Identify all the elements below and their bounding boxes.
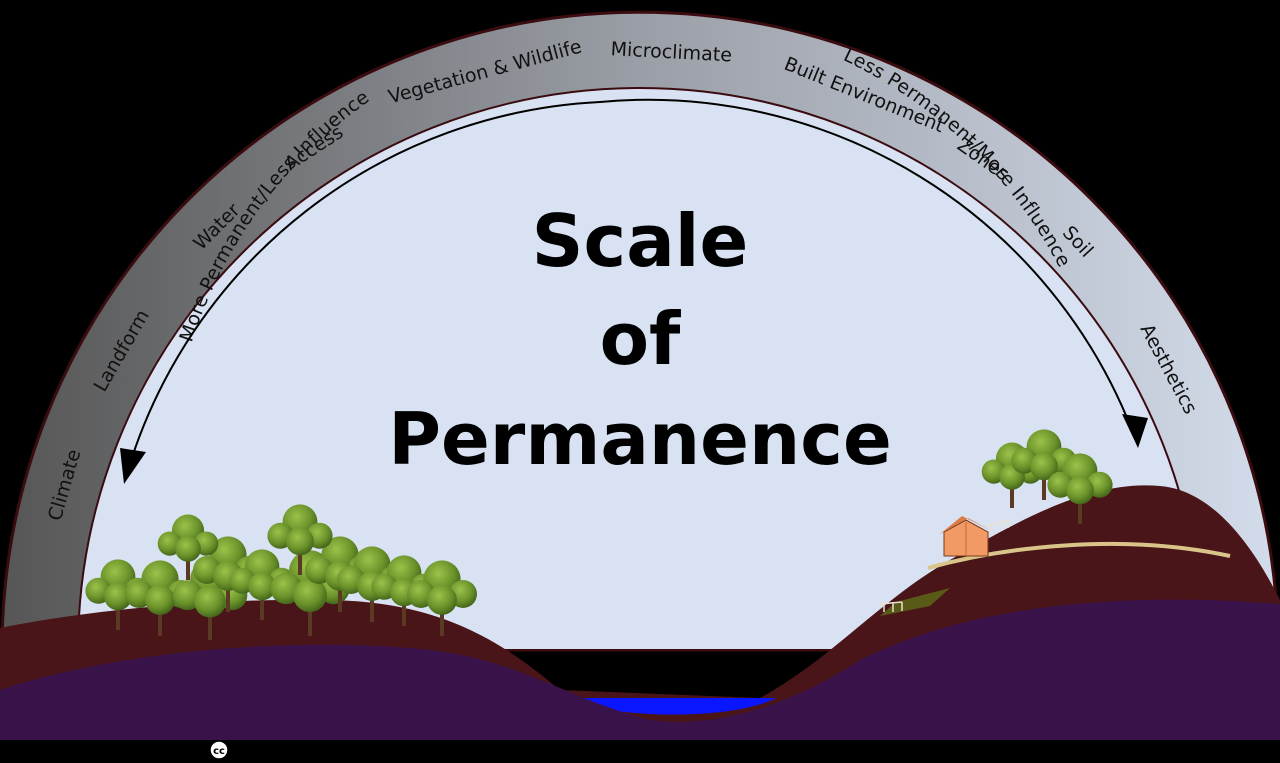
tree-icon bbox=[407, 560, 477, 636]
tree-icon bbox=[1011, 429, 1077, 500]
road bbox=[927, 542, 1231, 570]
bedrock-layer bbox=[0, 599, 1280, 740]
fence-icon bbox=[879, 519, 1009, 612]
tree-icon bbox=[267, 504, 333, 575]
title-line-2: of bbox=[600, 297, 681, 381]
tree-icon bbox=[1047, 453, 1113, 524]
arrow-icon-right-arc bbox=[599, 98, 1133, 431]
cc-license-icon: cc bbox=[209, 740, 229, 760]
arrow-icon-left bbox=[120, 448, 146, 484]
title-line-3: Permanence bbox=[388, 397, 892, 481]
water-body bbox=[566, 698, 776, 715]
tree-icon bbox=[157, 514, 219, 580]
sky-dome bbox=[76, 87, 1204, 651]
arrow-icon-left-arc bbox=[127, 101, 601, 471]
tree-group bbox=[85, 429, 1113, 640]
title-line-1: Scale bbox=[532, 199, 749, 283]
arrow-icon-right bbox=[1122, 414, 1148, 448]
svg-text:cc: cc bbox=[213, 746, 225, 757]
garden-plot bbox=[880, 588, 950, 616]
house-icon bbox=[940, 516, 990, 557]
